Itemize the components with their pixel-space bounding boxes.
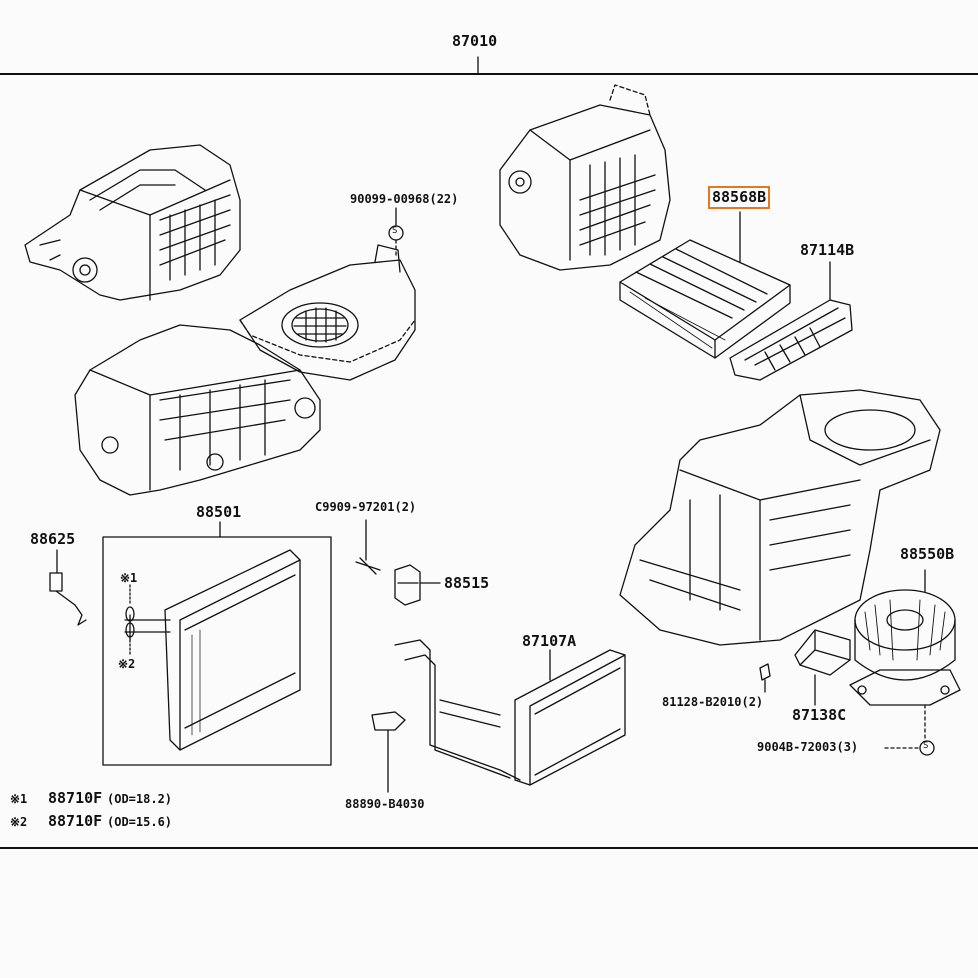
part-number-evaporator[interactable]: 88501	[196, 503, 242, 521]
part-number-filter-cover[interactable]: 87114B	[800, 241, 855, 259]
footnote-1-mark: ※1	[10, 792, 28, 806]
lower-left-housing	[74, 324, 321, 496]
part-number-cabin-filter[interactable]: 88568B	[707, 186, 771, 209]
filter-cover[interactable]	[729, 299, 853, 381]
evaporator-box	[102, 536, 332, 766]
part-number-clamp-heater[interactable]: 88890-B4030	[345, 797, 425, 811]
intake-housing	[499, 84, 671, 271]
blower-resistor[interactable]	[794, 629, 851, 676]
screw-blower-symbol-letter: S	[923, 741, 929, 751]
part-number-bolt-valve[interactable]: C9909-97201(2)	[315, 500, 417, 514]
clip-resistor	[759, 663, 771, 693]
screw-top-symbol	[388, 207, 404, 256]
part-number-heater-core[interactable]: 87107A	[522, 632, 577, 650]
part-number-expansion-valve[interactable]: 88515	[444, 574, 490, 592]
evaporator-mark-1: ※1	[120, 571, 138, 585]
expansion-valve[interactable]	[394, 564, 421, 606]
blower-motor[interactable]	[849, 589, 961, 706]
blower-scroll-housing	[239, 244, 416, 381]
footnote-2-number[interactable]: 88710F	[48, 812, 103, 830]
upper-left-housing	[24, 144, 241, 301]
heater-core[interactable]	[394, 639, 626, 786]
footnote-2-mark: ※2	[10, 815, 28, 829]
clamp-heater	[371, 711, 406, 793]
part-number-blower-motor[interactable]: 88550B	[900, 545, 955, 563]
bolt-valve	[355, 519, 381, 575]
screw-blower-symbol	[884, 704, 935, 756]
footnote-2-detail: (OD=15.6)	[107, 815, 173, 829]
evaporator-core[interactable]	[124, 549, 301, 751]
part-number-thermistor[interactable]: 88625	[30, 530, 76, 548]
thermistor[interactable]	[49, 549, 87, 626]
cabin-filter[interactable]	[619, 239, 791, 359]
part-number-resistor[interactable]: 87138C	[792, 706, 847, 724]
evaporator-mark-2: ※2	[118, 657, 136, 671]
part-number-clip-resistor[interactable]: 81128-B2010(2)	[662, 695, 764, 709]
part-number-screw-top[interactable]: 90099-00968(22)	[350, 192, 459, 206]
screw-top-symbol-letter: S	[392, 226, 398, 236]
footnote-1-detail: (OD=18.2)	[107, 792, 173, 806]
assembly-number: 87010	[452, 32, 498, 50]
part-number-screw-blower[interactable]: 9004B-72003(3)	[757, 740, 859, 754]
footnote-1-number[interactable]: 88710F	[48, 789, 103, 807]
right-main-housing	[619, 389, 941, 646]
